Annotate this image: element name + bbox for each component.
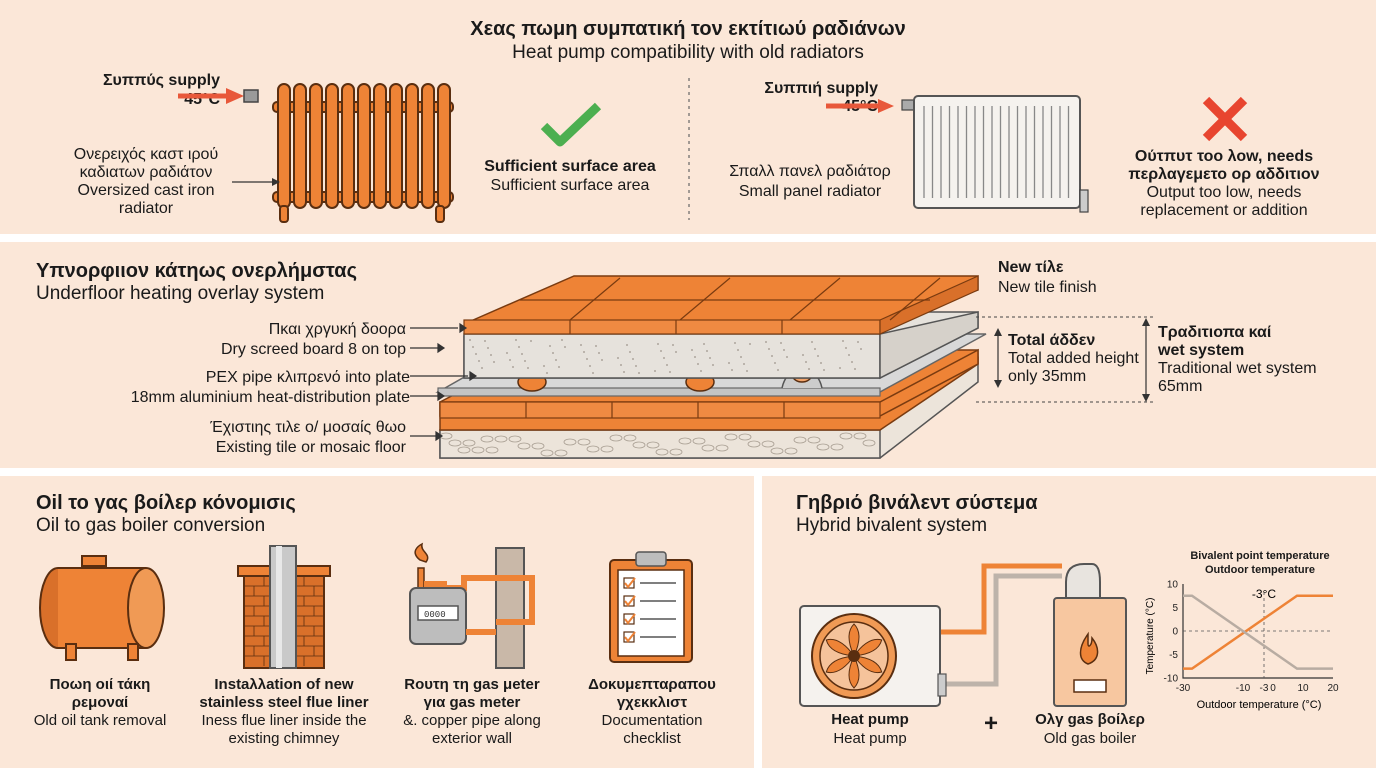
chart-series-line-1 — [1183, 594, 1333, 670]
chart-xtick-3: 0 — [1270, 683, 1276, 694]
gas-boiler-icon — [1053, 563, 1127, 707]
panel-divider — [688, 78, 690, 220]
chart-xtick-2: -3 — [1260, 683, 1269, 694]
radiator-panel — [0, 0, 1376, 234]
hybrid-title-greek: Γηβριό βινάλεντ σύστεμα — [796, 492, 1038, 514]
chart-ytick-0: 10 — [1167, 580, 1179, 591]
underfloor-title: Underfloor heating overlay system — [36, 283, 325, 304]
chart-xlabel: Outdoor temperature (°C) — [1197, 699, 1322, 711]
chart-ytick-2: 0 — [1172, 627, 1178, 638]
svg-text:0000: 0000 — [424, 610, 446, 620]
conversion-title: Oil to gas boiler conversion — [36, 515, 266, 536]
cast-iron-radiator-icon — [272, 83, 454, 223]
chart-ylabel: Temperature (°C) — [1145, 598, 1156, 675]
radiator-title: Heat pump compatibility with old radiato… — [512, 42, 864, 63]
chimney-flue-icon — [237, 545, 331, 669]
underfloor-pointers — [410, 322, 478, 442]
left-verdict-bold: Sufficient surface area — [484, 158, 656, 175]
chart-series-line-0 — [1183, 594, 1333, 670]
underfloor-title-greek: Υπνορφιιον κάτηως ονερλήμστας — [36, 260, 357, 282]
hybrid-title: Hybrid bivalent system — [796, 515, 988, 536]
oil-tank-icon — [39, 555, 165, 661]
left-verdict: Sufficient surface area — [490, 177, 650, 194]
chart-xtick-1: -10 — [1236, 683, 1251, 694]
chart-ytick-4: -10 — [1164, 674, 1179, 685]
radiator-title-greek: Χεας πωμη συμπατική τον εκτίτιωύ ραδιάνω… — [470, 18, 906, 40]
chart-xtick-5: 20 — [1327, 683, 1339, 694]
chart-ytick-1: 5 — [1172, 603, 1178, 614]
right-supply-arrow-icon — [826, 99, 915, 113]
cross-icon — [1202, 96, 1248, 142]
chart-subtitle: Outdoor temperature — [1204, 564, 1315, 576]
height-dimension-lines — [976, 316, 1156, 403]
gas-meter-icon: 0000 — [409, 542, 535, 669]
chart-axes — [1182, 584, 1333, 679]
heat-pump-icon — [799, 605, 947, 707]
underfloor-cross-section — [435, 275, 987, 459]
checklist-icon — [609, 551, 693, 663]
panel-radiator-icon — [913, 95, 1089, 213]
left-radiator-pointer — [232, 178, 280, 186]
chart-ytick-3: -5 — [1169, 650, 1178, 661]
check-icon — [540, 102, 602, 147]
hybrid-pipes — [940, 563, 1062, 687]
left-supply-arrow-icon — [178, 88, 259, 104]
chart-annotation: -3°C — [1252, 587, 1276, 601]
chart-title: Bivalent point temperature — [1190, 550, 1330, 562]
chart-xtick-4: 10 — [1297, 683, 1309, 694]
chart-xtick-0: -30 — [1176, 683, 1191, 694]
conversion-title-greek: Oil το γας βοίλερ κόνομισις — [36, 492, 296, 514]
plus-sign: + — [983, 710, 998, 737]
